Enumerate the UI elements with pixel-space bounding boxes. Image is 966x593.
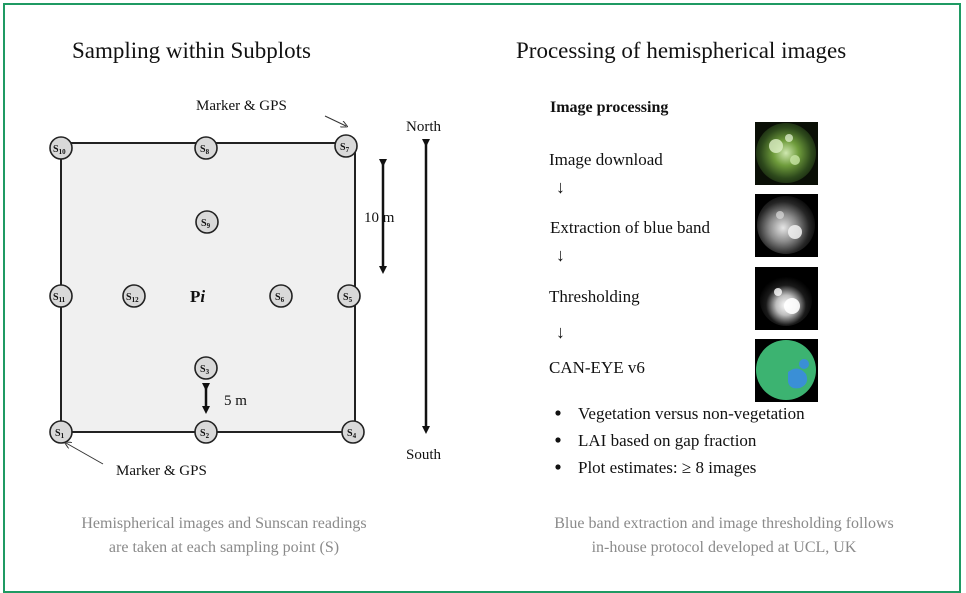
step-thresholding: Thresholding: [549, 287, 640, 306]
left-caption-line-1: Hemispherical images and Sunscan reading…: [81, 515, 366, 532]
step-can-eye: CAN-EYE v6: [549, 358, 645, 377]
image-processing-heading: Image processing: [550, 99, 668, 116]
left-panel-title: Sampling within Subplots: [72, 38, 311, 63]
right-caption-line-1: Blue band extraction and image threshold…: [554, 515, 893, 532]
svg-text:S3: S3: [200, 364, 210, 376]
sampling-point-s5: S5: [337, 284, 361, 308]
svg-text:S8: S8: [200, 144, 210, 156]
sampling-point-s2: S2: [194, 420, 218, 444]
sampling-point-s7: S7: [334, 134, 358, 158]
step-image-download: Image download: [549, 150, 663, 169]
five-metre-label: 5 m: [224, 393, 247, 409]
sampling-point-s4: S4: [341, 420, 365, 444]
svg-text:S4: S4: [347, 428, 357, 440]
marker-top-arrow: [324, 115, 346, 126]
south-label: South: [406, 447, 442, 463]
sampling-point-s12: S12: [122, 284, 146, 308]
svg-text:S6: S6: [275, 292, 285, 304]
sampling-processing-diagram: Sampling within Subplots Marker & GPS Ma…: [49, 38, 894, 556]
thumbnail-blue-band: [755, 194, 818, 257]
svg-text:S2: S2: [200, 428, 210, 440]
svg-text:S1: S1: [55, 428, 65, 440]
bullet-vegetation: Vegetation versus non-vegetation: [578, 404, 805, 423]
subplot-square: [60, 142, 356, 433]
ten-metre-label: 10 m: [364, 210, 395, 226]
thumbnail-image-download: [755, 122, 818, 185]
sampling-point-s9: S9: [195, 210, 219, 234]
sampling-point-s11: S11: [49, 284, 73, 308]
right-panel-title: Processing of hemispherical images: [516, 38, 846, 63]
sampling-point-s8: S8: [194, 136, 218, 160]
bullet-lai: LAI based on gap fraction: [578, 431, 757, 450]
svg-text:S7: S7: [340, 142, 350, 154]
step-arrow-1: ↓: [556, 177, 565, 197]
sampling-point-s10: S10: [49, 136, 73, 160]
left-caption-line-2: are taken at each sampling point (S): [109, 539, 339, 556]
svg-text:S5: S5: [343, 292, 353, 304]
marker-gps-top-label: Marker & GPS: [196, 98, 287, 114]
north-label: North: [406, 119, 441, 135]
sampling-point-s6: S6: [269, 284, 293, 308]
thumbnail-can-eye-result: [755, 339, 818, 402]
svg-text:S9: S9: [201, 218, 211, 230]
svg-text:S11: S11: [53, 292, 66, 304]
bullet-plot-estimates: Plot estimates: ≥ 8 images: [578, 458, 756, 477]
right-caption-line-2: in-house protocol developed at UCL, UK: [592, 539, 857, 556]
marker-gps-bottom-label: Marker & GPS: [116, 463, 207, 479]
sampling-point-s3: S3: [194, 356, 218, 380]
bullet-dot-1: [555, 410, 561, 416]
step-extraction-blue-band: Extraction of blue band: [550, 218, 711, 237]
thumbnail-thresholding: [755, 267, 818, 330]
marker-bottom-arrow: [66, 443, 104, 465]
bullet-dot-3: [555, 464, 561, 470]
step-arrow-3: ↓: [556, 322, 565, 342]
svg-text:S10: S10: [53, 144, 66, 156]
plot-center-label: Pi: [190, 287, 205, 306]
sampling-point-s1: S1: [49, 420, 73, 444]
svg-text:S12: S12: [126, 292, 139, 304]
step-arrow-2: ↓: [556, 245, 565, 265]
bullet-dot-2: [555, 437, 561, 443]
